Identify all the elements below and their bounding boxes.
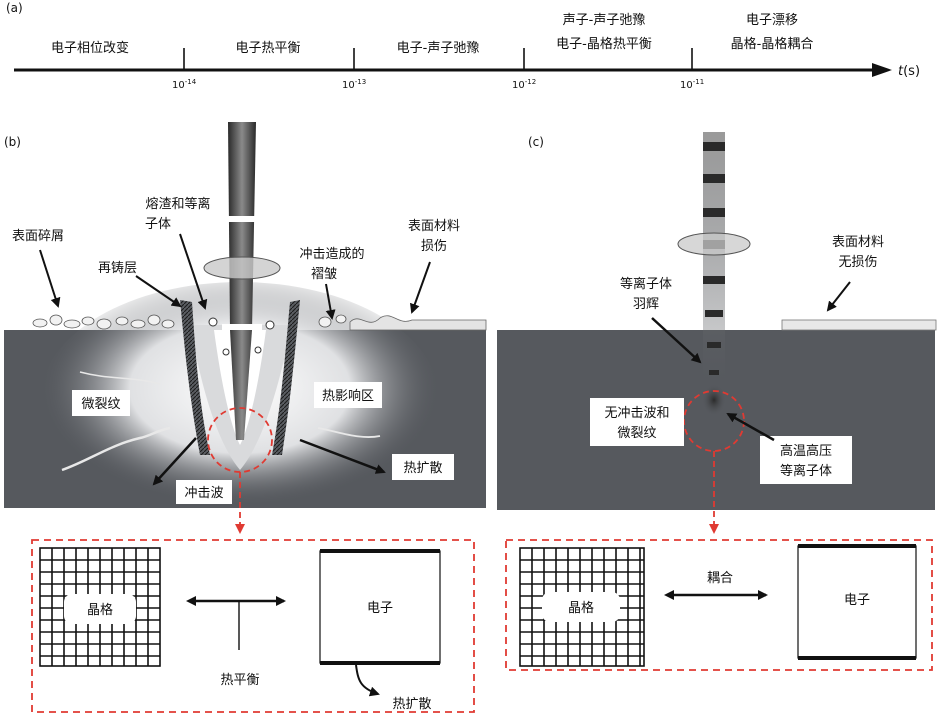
lattice-label-box	[64, 594, 136, 624]
timeline-tick-label: 10-13	[342, 78, 366, 91]
arrow	[726, 412, 775, 442]
equilibrium-label: 热平衡	[220, 673, 259, 688]
panel-b-labels: 表面碎屑 熔渣和等离子体 再铸层 冲击造成的褶皱 表面材料损伤 微裂纹 热影响区…	[12, 196, 460, 504]
wrinkled-surface	[349, 315, 487, 331]
surface-debris	[32, 314, 347, 330]
panel-label-c: (c)	[528, 135, 544, 149]
arrow	[410, 261, 431, 314]
panel-c-process-box: 晶格 耦合 电子	[505, 539, 933, 671]
hot-plasma	[702, 384, 726, 416]
timeline-axis-label: t(s)	[898, 64, 920, 79]
focusing-lens	[677, 232, 751, 256]
label-haz: 热影响区	[322, 388, 374, 404]
label-box	[590, 398, 684, 446]
arrow	[651, 317, 702, 364]
arrow	[826, 281, 851, 312]
timeline-arrowhead	[872, 63, 892, 77]
panel-label-a: (a)	[6, 1, 23, 15]
timeline-segment-label: 晶格-晶格耦合	[731, 36, 814, 52]
label-microcrack: 微裂纹	[81, 397, 120, 412]
laser-beam	[228, 122, 256, 440]
label-recast-layer: 再铸层	[98, 260, 137, 276]
label-box	[72, 390, 130, 416]
label-box	[176, 480, 232, 504]
electron-box	[797, 545, 917, 659]
timeline-segment-label: 电子相位改变	[51, 40, 129, 56]
arrow	[135, 275, 182, 308]
timeline-segment-label: 电子漂移	[746, 12, 798, 28]
arrow	[39, 249, 61, 308]
timeline-tick-label: 10-12	[512, 78, 536, 91]
label-box	[760, 436, 852, 484]
timeline-segment-label: 电子热平衡	[235, 41, 300, 56]
timeline-segment-label: 电子-声子弛豫	[397, 41, 480, 56]
ejected-particles	[208, 317, 275, 356]
arrow	[179, 233, 208, 310]
lattice-label: 晶格	[568, 600, 594, 616]
label-surface-damage: 表面材料损伤	[408, 219, 460, 254]
timeline-ticks: 10-14 10-13 10-12 10-11	[172, 48, 704, 91]
label-slag-plasma: 熔渣和等离子体	[145, 196, 211, 232]
label-no-damage: 表面材料无损伤	[832, 235, 884, 270]
undamaged-surface	[781, 319, 937, 331]
diffusion-arrow	[355, 664, 380, 697]
timeline-segment-label: 声子-声子弛豫	[563, 13, 646, 28]
beam-gap	[222, 324, 262, 330]
dashed-box	[31, 539, 475, 713]
pulse-beam	[703, 132, 725, 382]
label-surface-debris: 表面碎屑	[12, 229, 64, 244]
coupling-label: 耦合	[707, 571, 733, 586]
panel-label-b: (b)	[4, 135, 21, 149]
diffusion-label: 热扩散	[392, 697, 431, 712]
recast-layer-right	[272, 300, 300, 455]
lattice-label: 晶格	[87, 602, 113, 618]
arrow	[325, 283, 336, 320]
microcrack	[317, 427, 381, 438]
label-box	[314, 382, 382, 408]
label-hot-plasma: 高温高压等离子体	[780, 443, 832, 479]
panel-c-labels: 等离子体羽辉 表面材料无损伤 无冲击波和微裂纹 高温高压等离子体	[590, 235, 884, 484]
microcrack	[61, 426, 171, 472]
arrow	[152, 437, 197, 486]
recast-layer-left	[180, 300, 210, 455]
electron-box	[319, 550, 441, 664]
beam-gap	[222, 216, 262, 222]
panel-b-process-box: 晶格 热平衡 电子 热扩散	[31, 539, 475, 713]
electron-label: 电子	[367, 601, 393, 616]
dashed-box	[505, 539, 933, 671]
timeline-tick-label: 10-14	[172, 78, 197, 91]
focusing-lens	[203, 256, 281, 280]
label-shock-wave: 冲击波	[184, 486, 223, 501]
timeline-segment-label: 电子-晶格热平衡	[556, 36, 652, 52]
label-no-shock: 无冲击波和微裂纹	[604, 406, 669, 441]
electron-label: 电子	[844, 593, 870, 608]
microcrack	[79, 371, 161, 385]
label-plasma-plume: 等离子体羽辉	[620, 276, 672, 312]
arrow	[299, 438, 386, 474]
panel-b-material	[4, 122, 487, 534]
timeline-tick-label: 10-11	[680, 78, 704, 91]
timeline-segment-labels: 电子相位改变 电子热平衡 电子-声子弛豫 声子-声子弛豫 电子-晶格热平衡 电子…	[51, 12, 813, 56]
label-box	[392, 454, 454, 480]
panel-c-material	[497, 132, 937, 534]
label-shock-wrinkle: 冲击造成的褶皱	[299, 246, 364, 282]
lattice-label-box	[542, 592, 620, 622]
label-heat-diffusion: 热扩散	[403, 461, 442, 476]
